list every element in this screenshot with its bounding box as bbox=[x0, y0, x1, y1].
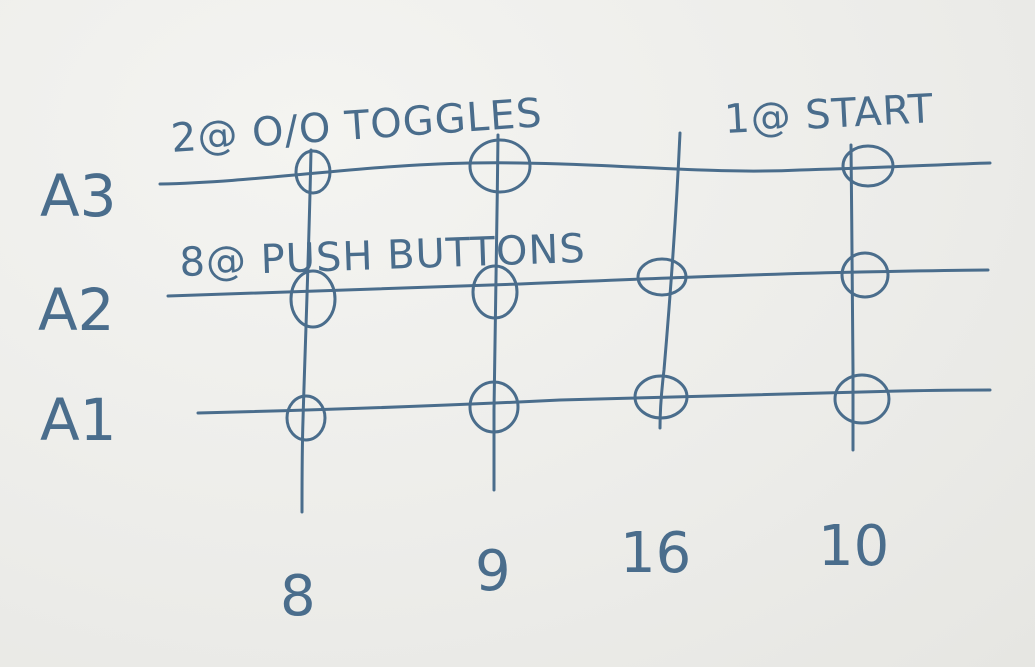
column-label-8: 8 bbox=[280, 564, 316, 629]
row-label-a1: A1 bbox=[40, 386, 117, 454]
column-wire-9 bbox=[492, 133, 500, 492]
row-wire-a3 bbox=[158, 161, 992, 186]
node-a2-8 bbox=[289, 269, 337, 329]
node-a3-10 bbox=[841, 144, 895, 188]
column-label-16: 16 bbox=[620, 521, 691, 586]
row-wire-a1 bbox=[196, 388, 992, 415]
column-label-9: 9 bbox=[475, 539, 511, 604]
column-wire-10 bbox=[849, 143, 855, 452]
annotation-toggles: 2@ O/O TOGGLES bbox=[169, 90, 543, 162]
node-a1-10 bbox=[833, 373, 891, 425]
annotation-start: 1@ START bbox=[723, 86, 935, 143]
row-label-a2: A2 bbox=[38, 276, 115, 344]
node-a2-10 bbox=[840, 251, 890, 299]
column-wire-16 bbox=[658, 131, 682, 430]
node-a3-9 bbox=[468, 138, 532, 194]
row-label-a3: A3 bbox=[40, 162, 117, 230]
node-a1-8 bbox=[285, 394, 327, 442]
node-a2-9 bbox=[471, 264, 519, 320]
node-a2-16 bbox=[636, 257, 688, 297]
column-label-10: 10 bbox=[818, 514, 889, 579]
node-a1-9 bbox=[468, 380, 520, 434]
node-a3-8 bbox=[294, 149, 332, 195]
annotation-push-buttons: 8@ PUSH BUTTONS bbox=[179, 226, 587, 286]
node-a1-16 bbox=[633, 374, 689, 420]
column-wire-8 bbox=[300, 148, 313, 514]
